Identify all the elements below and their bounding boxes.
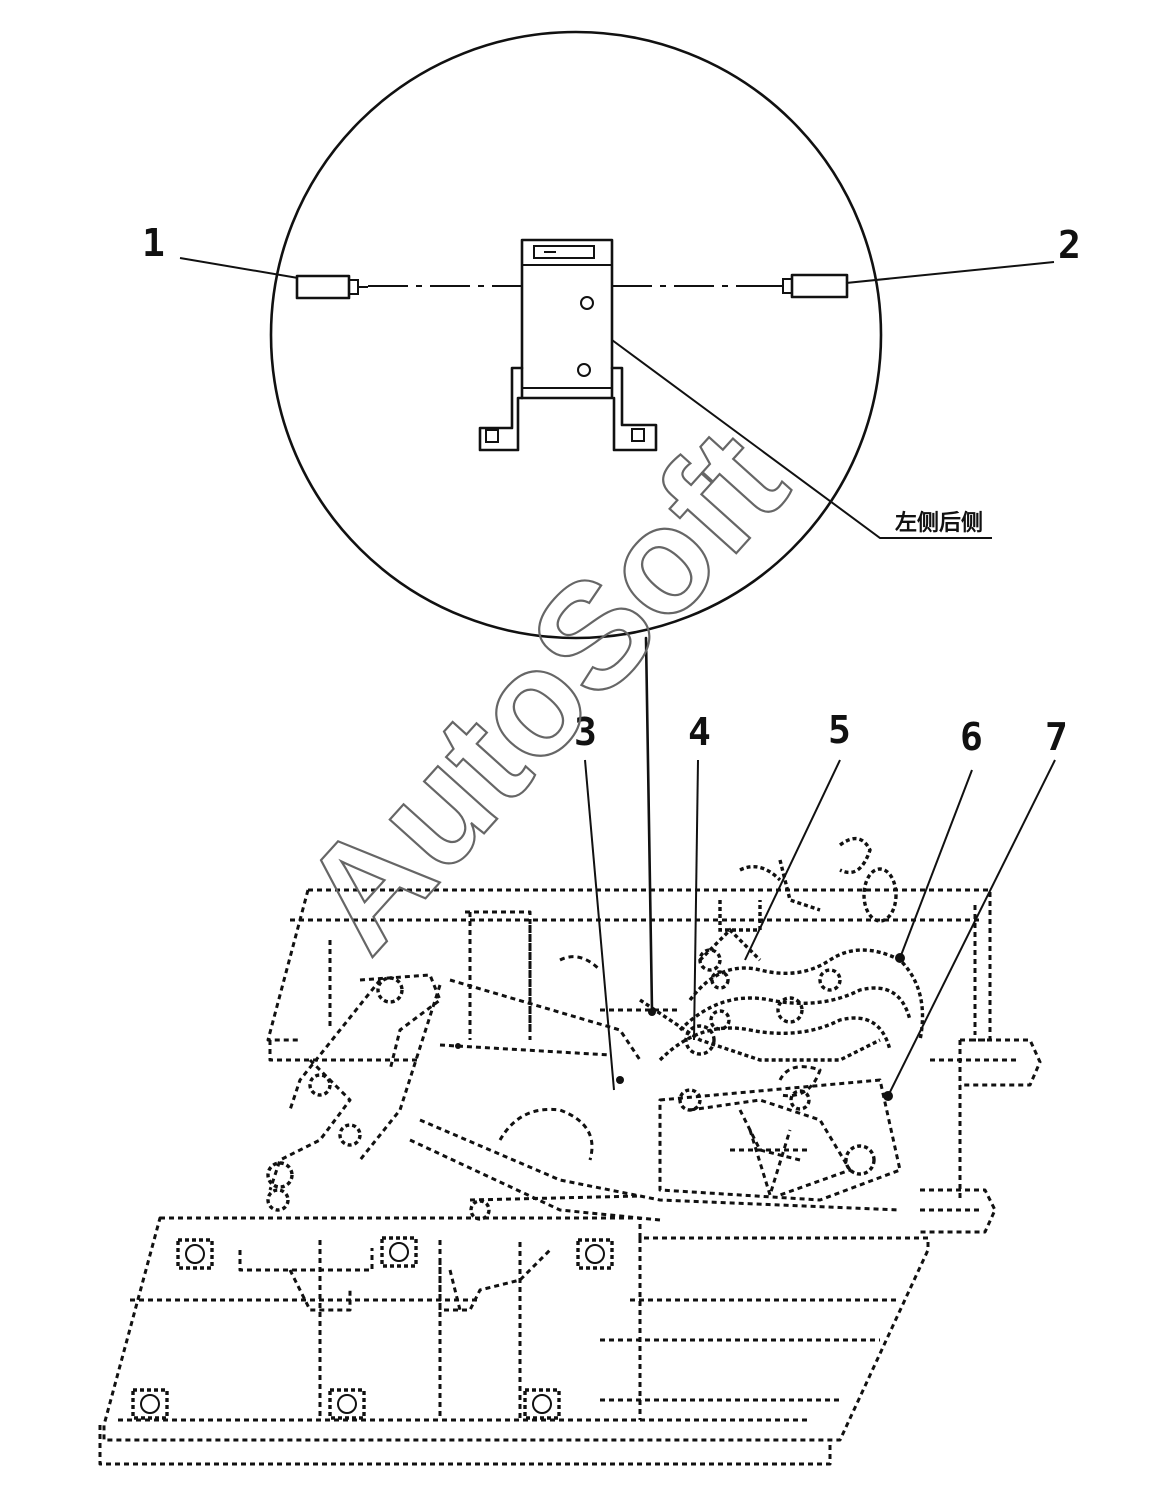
leaders — [584, 759, 1056, 1097]
callout-4: 4 — [688, 710, 711, 754]
mechanism-cluster — [658, 1065, 902, 1202]
bracket-module — [478, 238, 658, 452]
lower-assembly — [98, 836, 1042, 1466]
mount-holes — [131, 1236, 614, 1420]
side-view-label: 左侧后侧 — [895, 510, 983, 536]
callout-5: 5 — [828, 708, 851, 752]
callout-3: 3 — [574, 710, 597, 754]
callout-labels: 1 2 3 4 5 6 7 左侧后侧 — [142, 221, 1081, 759]
connector-right — [773, 273, 849, 299]
callout-6: 6 — [960, 715, 983, 759]
connector-left — [295, 274, 368, 300]
watermark-text: AutoSoft — [269, 399, 817, 982]
detail-circle — [269, 30, 883, 640]
callout-1: 1 — [142, 221, 165, 265]
callout-7: 7 — [1045, 715, 1068, 759]
detail-view — [179, 30, 1055, 1012]
callout-2: 2 — [1058, 223, 1081, 267]
wiring-harness — [559, 836, 925, 1062]
